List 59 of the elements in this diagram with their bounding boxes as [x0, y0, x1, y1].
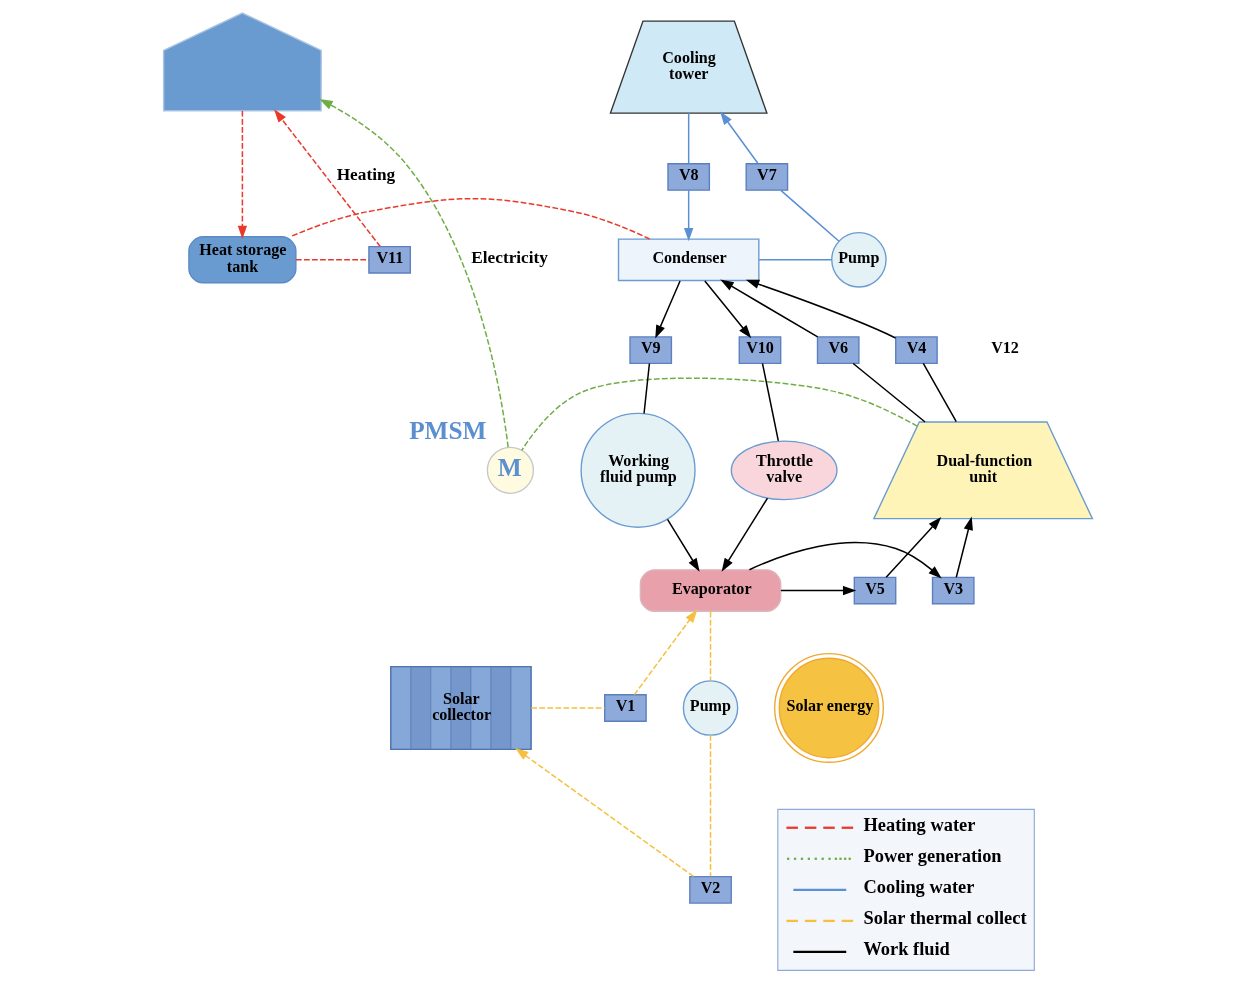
node-box: Heat storage tank	[188, 236, 297, 284]
connector	[758, 259, 833, 261]
node-box: V2	[689, 875, 732, 904]
node-box: V3	[931, 576, 975, 605]
node-box: V9	[629, 336, 673, 365]
connector	[521, 377, 918, 451]
node-box: V7	[745, 163, 789, 191]
node-box: Evaporator	[639, 569, 782, 612]
arrow	[955, 516, 973, 578]
edge-label: Heating	[336, 164, 396, 184]
legend-label: Solar thermal collect	[863, 908, 1027, 929]
arrow	[720, 111, 759, 165]
node-circle: Working fluid pump	[580, 412, 696, 528]
node-label: PMSM	[409, 415, 487, 444]
arrow	[721, 497, 769, 572]
connector	[295, 259, 370, 261]
connector	[709, 611, 712, 682]
arrow	[720, 279, 819, 338]
connector	[643, 362, 651, 415]
arrow	[633, 609, 698, 696]
legend-label: Power generation	[863, 846, 1002, 867]
arrow	[780, 585, 857, 596]
node-box: V4	[895, 336, 938, 365]
connector	[780, 189, 840, 242]
node-circle: Pump	[831, 232, 887, 288]
arrow	[748, 541, 942, 579]
connector	[761, 362, 780, 442]
arrow	[274, 109, 381, 248]
arrow	[666, 518, 700, 572]
node-box: V10	[738, 336, 782, 365]
arrow	[237, 110, 248, 240]
node-box: V6	[816, 336, 860, 365]
arrow	[885, 517, 942, 578]
node-box: V5	[853, 576, 897, 605]
node-circle: Solar energy	[774, 653, 884, 763]
legend-label: Heating water	[863, 814, 976, 835]
arrow	[655, 280, 681, 339]
connector	[922, 362, 957, 423]
node-box: V1	[604, 694, 647, 722]
arrow	[704, 280, 752, 339]
node-box: V11	[368, 245, 411, 274]
node-box: Condenser	[617, 238, 760, 282]
node-ellipse: Throttle valve	[730, 440, 838, 501]
arrow	[319, 98, 509, 448]
connector	[289, 197, 651, 240]
legend-label: Work fluid	[863, 939, 950, 960]
connector	[709, 734, 712, 878]
arrow	[684, 189, 694, 242]
node-box: V8	[667, 163, 711, 191]
node-house	[162, 12, 322, 112]
node-circle: Pump	[682, 680, 739, 736]
node-circle: M	[486, 446, 535, 495]
arrow	[745, 279, 897, 339]
arrow	[515, 748, 695, 878]
edge-label: Electricity	[471, 247, 548, 267]
connector	[852, 362, 926, 423]
connector	[687, 112, 690, 165]
label: V12	[991, 339, 1019, 357]
legend-label: Cooling water	[863, 877, 975, 898]
